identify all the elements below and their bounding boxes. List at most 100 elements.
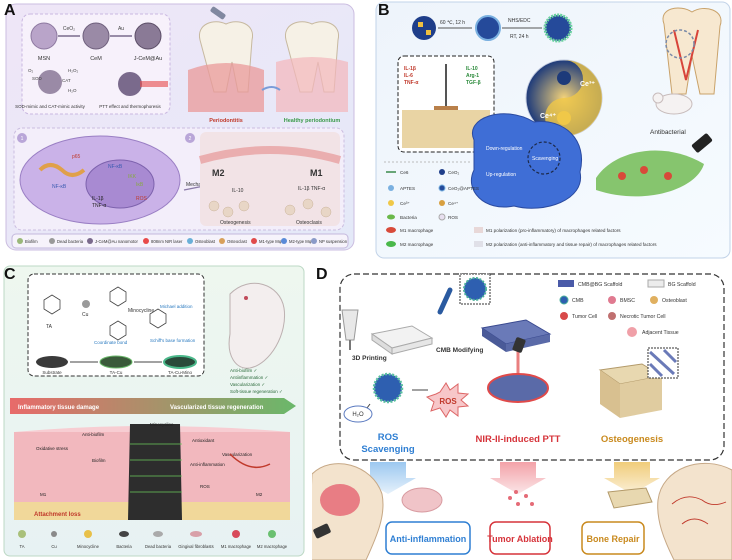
panel-d: 3D Printing CMB Modifying CMB@BG Scaffol… bbox=[312, 264, 732, 560]
legend-b-m1: M1 macrophage bbox=[400, 228, 434, 233]
legend-b-m1-factors: M1 polarization (pro-inflammatory) of ma… bbox=[486, 228, 621, 233]
label-scavenging: Scavenging bbox=[532, 156, 558, 162]
chem-h2o2: H₂O₂ bbox=[68, 68, 78, 73]
progress-arrow bbox=[10, 398, 296, 414]
label-il1b-tnf: IL-1β TNF-α bbox=[298, 186, 325, 192]
enzyme-particle bbox=[38, 70, 62, 94]
ce6-ceo2-particle bbox=[543, 13, 573, 43]
legend-b-ce6: Ce6 bbox=[400, 170, 409, 175]
ceo2-aptes-particle bbox=[475, 15, 501, 41]
cell-nfkb: NF-κB bbox=[108, 164, 123, 170]
cu-atom bbox=[82, 300, 90, 308]
tissue-attachment-loss: Attachment loss bbox=[34, 512, 81, 518]
label-m1: M1 bbox=[310, 168, 323, 178]
ta-cu-mino-disk bbox=[163, 355, 197, 369]
tissue-m2: M2 bbox=[256, 492, 263, 497]
legend-c-m1: M1 macrophage bbox=[221, 544, 252, 549]
arrow-red bbox=[490, 462, 546, 494]
tissue-ros: ROS bbox=[200, 484, 210, 489]
tissue-anti-inflammation bbox=[401, 487, 443, 513]
legend-b-ceo2-aptes: CeO₂@APTES bbox=[448, 186, 479, 191]
legend-a-dead-bacteria: Dead bacteria bbox=[57, 239, 84, 244]
rat-icon bbox=[228, 282, 286, 369]
label-mechanism: Mechanism bbox=[186, 182, 212, 188]
chem-michael: Michael addition bbox=[160, 304, 193, 309]
panel-a: MSN CeM J-CeM@Au CeO₂ Au H₂O₂ H₂O O₂ SOD… bbox=[0, 0, 358, 255]
ros-burst bbox=[425, 382, 470, 418]
tissue-oxidative: Oxidative stress bbox=[36, 446, 69, 451]
cell-ikb: IκB bbox=[136, 182, 144, 188]
legend-c-cu: Cu bbox=[51, 544, 57, 549]
label-m2: M2 bbox=[212, 168, 225, 178]
mitochondria bbox=[38, 163, 86, 177]
cond-temp: 60 ℃, 12 h bbox=[440, 20, 465, 26]
cmb-particle bbox=[464, 278, 486, 300]
panel-d-figure: 3D Printing CMB Modifying CMB@BG Scaffol… bbox=[312, 266, 732, 560]
check-vascularization: Vascularization ✓ bbox=[230, 382, 265, 387]
legend-d-osteoblast: Osteoblast bbox=[662, 298, 687, 304]
arrow-gold bbox=[604, 462, 660, 494]
panel-b-figure: 60 ℃, 12 h NHS/EDC RT, 24 h IL-1β IL-6 T… bbox=[375, 1, 731, 259]
ptt-scaffold bbox=[487, 373, 549, 403]
legend-d-tumor: Tumor Cell bbox=[572, 314, 597, 320]
ta-cu-disk bbox=[99, 355, 133, 369]
box-il1b: IL-1β bbox=[404, 66, 416, 72]
label-cem: CeM bbox=[90, 56, 102, 62]
panel-a-figure: MSN CeM J-CeM@Au CeO₂ Au H₂O₂ H₂O O₂ SOD… bbox=[5, 3, 355, 251]
laser-left bbox=[313, 523, 331, 539]
label-il10: IL-10 bbox=[232, 188, 244, 194]
h2o-bubble bbox=[343, 405, 373, 423]
legend-a-nanomotor: J-CeM@Au nanomotor bbox=[95, 239, 138, 244]
legend-b-ceo2: CeO₂ bbox=[448, 170, 459, 175]
legend-d-adjacent: Adjacent Tissue bbox=[642, 330, 679, 336]
label-3d-printing: 3D Printing bbox=[352, 355, 387, 362]
tissue-biofilm: Biofilm bbox=[92, 458, 106, 463]
outcome-box-inflammation bbox=[385, 521, 471, 555]
panel-c: TA Cu Minocycline Michael addition Coord… bbox=[0, 264, 308, 560]
legend-c-bacteria: Bacteria bbox=[116, 544, 132, 549]
printer-nozzle bbox=[341, 309, 359, 341]
label-ta-cu: TA-Cu bbox=[110, 370, 123, 375]
biofilm-mass bbox=[596, 150, 704, 197]
label-osteogenesis: Osteogenesis bbox=[220, 220, 251, 226]
label-ce3: Ce³⁺ bbox=[580, 81, 595, 88]
macrophage-blob bbox=[470, 113, 582, 209]
mouse-icon bbox=[655, 93, 693, 115]
legend-c-dead-bacteria: Dead bacteria bbox=[145, 544, 172, 549]
legend-c-minocycline: Minocycline bbox=[77, 544, 100, 549]
ptt-particle bbox=[118, 72, 142, 96]
chem-coordinate: Coordinate bond bbox=[94, 340, 128, 345]
panel-b: 60 ℃, 12 h NHS/EDC RT, 24 h IL-1β IL-6 T… bbox=[374, 0, 732, 262]
label-h2o: H₂O bbox=[352, 412, 364, 418]
step-1: 1 bbox=[21, 136, 24, 142]
tumor-site bbox=[320, 484, 360, 516]
panel-a-legend bbox=[11, 233, 349, 249]
title-ros-line: ROS bbox=[378, 432, 399, 443]
tissue-m1: M1 bbox=[40, 492, 47, 497]
ceo2-particle bbox=[412, 16, 436, 40]
reagent-au: Au bbox=[118, 26, 124, 32]
label-cmb-modifying: CMB Modifying bbox=[436, 347, 483, 354]
implant bbox=[128, 424, 182, 520]
legend-d-bmsc: BMSC bbox=[620, 298, 635, 304]
label-down: Down-regulation bbox=[486, 146, 523, 152]
nucleus bbox=[85, 159, 155, 209]
activity-caption: SOD-mimic and CAT-mimic activity bbox=[15, 104, 85, 109]
legend-a-np: NP suspension bbox=[319, 239, 348, 244]
legend-b-ros: ROS bbox=[448, 215, 458, 220]
box-il6: IL-6 bbox=[404, 73, 413, 79]
step-2: 2 bbox=[189, 136, 192, 142]
box-il10: IL-10 bbox=[466, 66, 478, 72]
reagent-ceo2: CeO₂ bbox=[63, 26, 75, 32]
outcome-anti-inflammation: Anti-inflammation bbox=[390, 534, 467, 544]
legend-a-osteoblast: Osteoblast bbox=[195, 239, 216, 244]
legend-a-osteoclast: Osteoclast bbox=[227, 239, 248, 244]
label-substrate: Substrate bbox=[42, 370, 62, 375]
ptt-caption: PTT effect and thermophoresis bbox=[99, 104, 161, 109]
chem-ta: TA bbox=[46, 324, 53, 330]
chem-h2o: H₂O bbox=[68, 88, 77, 93]
cond-nhs: NHS/EDC bbox=[508, 18, 531, 24]
title-osteogenesis: Osteogenesis bbox=[601, 434, 663, 445]
arrow-left-label: Inflammatory tissue damage bbox=[18, 405, 100, 411]
legend-c-fibroblasts: Gingival fibroblasts bbox=[178, 544, 213, 549]
